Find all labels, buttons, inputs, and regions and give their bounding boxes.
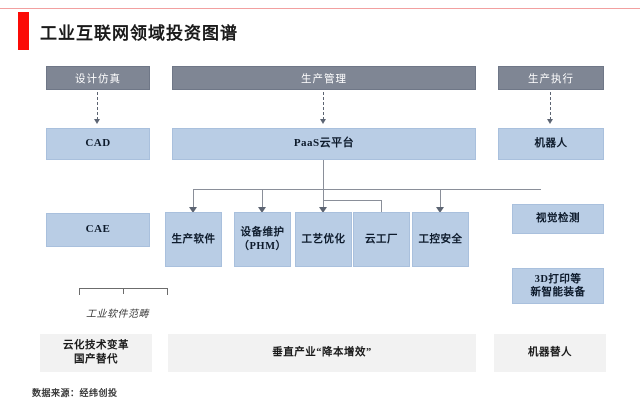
column-header-design: 设计仿真 [46, 66, 150, 90]
bracket-caption: 工业软件范畴 [86, 309, 149, 320]
box-paas-platform[interactable]: PaaS云平台 [172, 128, 476, 160]
dashed-connector-design [97, 92, 99, 120]
tree-branch-4 [381, 200, 382, 215]
box-equipment-maintenance-line1: 设备维护 [240, 227, 285, 239]
footer-box-machine-replacement: 机器替人 [494, 334, 606, 372]
box-equipment-maintenance[interactable]: 设备维护 （PHM） [234, 212, 291, 267]
box-3d-printing-line2: 新智能装备 [530, 287, 586, 298]
box-industrial-control-security[interactable]: 工控安全 [412, 212, 469, 267]
footer-box-cloud-line2: 国产替代 [74, 354, 118, 365]
tree-branch-4-horizontal [323, 200, 382, 201]
tree-arrow-3 [319, 207, 327, 213]
column-header-production-management: 生产管理 [172, 66, 476, 90]
tree-branch-3 [323, 189, 324, 208]
box-cae[interactable]: CAE [46, 213, 150, 247]
dashed-arrow-production-execution [547, 119, 553, 124]
box-3d-printing-line1: 3D打印等 [534, 273, 582, 285]
box-cad[interactable]: CAD [46, 128, 150, 160]
box-process-optimization[interactable]: 工艺优化 [295, 212, 352, 267]
box-robot[interactable]: 机器人 [498, 128, 604, 160]
top-rule-divider [0, 8, 640, 9]
box-visual-inspection[interactable]: 视觉检测 [512, 204, 604, 234]
column-header-production-execution: 生产执行 [498, 66, 604, 90]
box-equipment-maintenance-line2: （PHM） [238, 240, 287, 252]
bracket-right-tick [167, 288, 168, 295]
bracket-left-tick [79, 288, 80, 295]
box-3d-printing[interactable]: 3D打印等 新智能装备 [512, 268, 604, 304]
footer-box-vertical-industry: 垂直产业“降本增效” [168, 334, 476, 372]
footer-box-cloud-transformation: 云化技术变革 国产替代 [40, 334, 152, 372]
page-title: 工业互联网领域投资图谱 [40, 24, 238, 43]
footer-box-cloud-line1: 云化技术变革 [63, 340, 129, 352]
box-cloud-factory[interactable]: 云工厂 [353, 212, 410, 267]
bracket-center-tick [123, 288, 124, 294]
tree-branch-1 [193, 189, 194, 208]
tree-branch-5 [440, 189, 441, 208]
red-accent-bar [18, 12, 29, 50]
tree-bus-line [193, 189, 541, 190]
box-production-software[interactable]: 生产软件 [165, 212, 222, 267]
tree-arrow-5 [436, 207, 444, 213]
source-note: 数据来源：经纬创投 [32, 388, 118, 398]
tree-trunk-line [323, 160, 324, 190]
dashed-connector-production-execution [550, 92, 552, 120]
tree-arrow-1 [189, 207, 197, 213]
dashed-arrow-production-management [320, 119, 326, 124]
dashed-arrow-design [94, 119, 100, 124]
tree-branch-2 [262, 189, 263, 208]
dashed-connector-production-management [323, 92, 325, 120]
tree-arrow-2 [258, 207, 266, 213]
